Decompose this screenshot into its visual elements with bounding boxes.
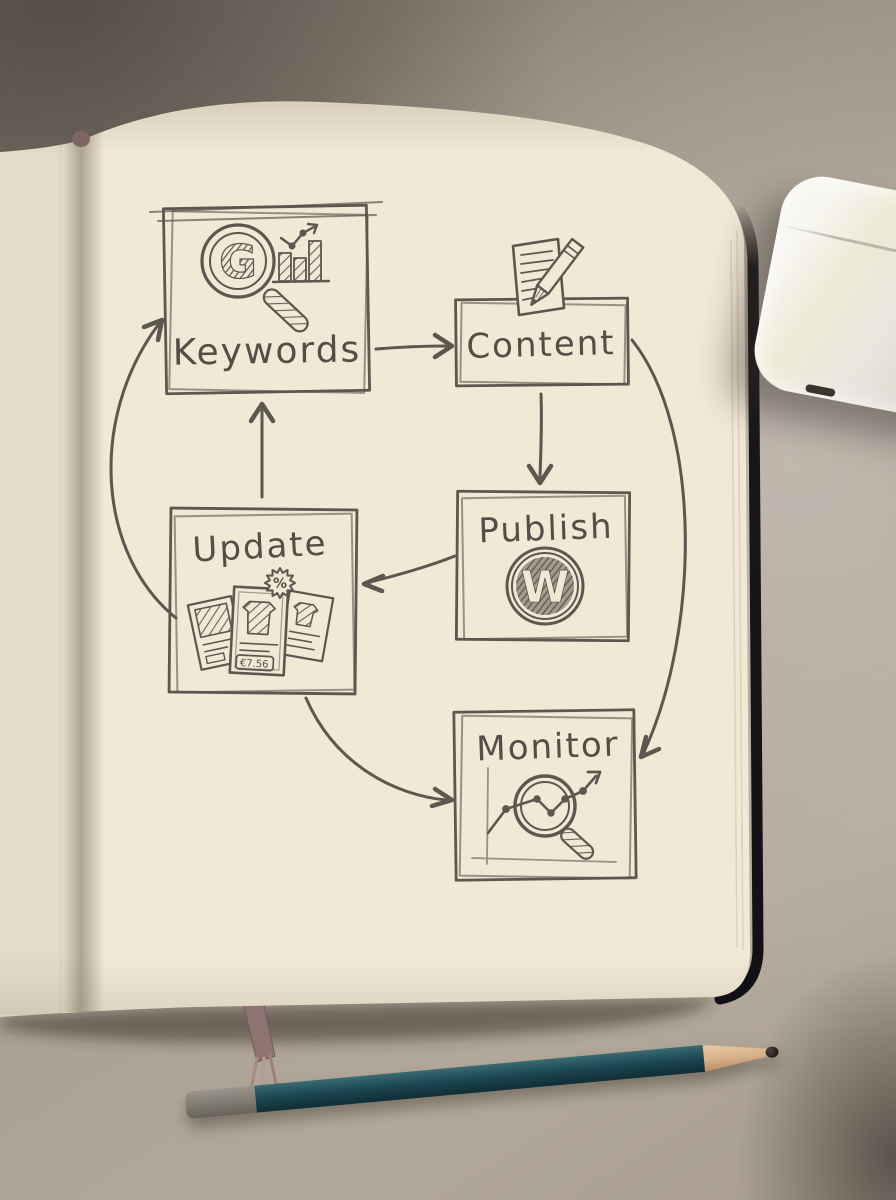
bookmark-ribbon-top bbox=[72, 131, 90, 147]
arrow-update-to-monitor-curve bbox=[304, 696, 455, 809]
pencil-graphite-tip bbox=[765, 1046, 780, 1059]
google-magnifier-icon: G bbox=[200, 223, 309, 333]
arrow-keywords-to-content bbox=[374, 332, 455, 360]
page-curvature-shade bbox=[0, 101, 750, 1018]
magnifier-line-chart-icon bbox=[486, 770, 602, 860]
arrow-publish-to-update bbox=[361, 554, 457, 594]
airpods-lid-seam bbox=[775, 222, 896, 280]
wordpress-w-letter: W bbox=[521, 562, 570, 613]
airpods-charging-port bbox=[804, 383, 836, 398]
notebook-cover-edge bbox=[714, 198, 764, 1005]
sketch-diagram: G Keywords bbox=[109, 201, 687, 882]
arrow-update-to-keywords-curve bbox=[109, 317, 178, 620]
gutter-shadow bbox=[58, 132, 104, 1012]
left-page-shade bbox=[0, 140, 62, 1015]
notebook-shadow bbox=[0, 998, 715, 1043]
wordpress-icon: W bbox=[505, 546, 585, 626]
google-g-letter: G bbox=[219, 235, 257, 289]
arrow-update-to-keywords bbox=[248, 401, 276, 499]
product-cards-icon: €7.56 % bbox=[186, 567, 335, 677]
node-publish-box bbox=[454, 489, 632, 643]
magnifier-handle bbox=[262, 288, 309, 333]
keywords-bar-chart-icon bbox=[271, 222, 331, 284]
update-label: Update bbox=[191, 523, 328, 570]
arrow-content-to-monitor-curve bbox=[630, 338, 687, 760]
discount-badge-icon: % bbox=[264, 567, 296, 599]
percent-sign: % bbox=[273, 576, 287, 592]
monitor-label: Monitor bbox=[476, 725, 621, 770]
publish-label: Publish bbox=[478, 507, 615, 552]
node-monitor-box bbox=[452, 708, 638, 882]
content-label: Content bbox=[466, 323, 616, 367]
page-stack-edges bbox=[730, 229, 744, 951]
keywords-label: Keywords bbox=[172, 329, 361, 373]
price-tag-text: €7.56 bbox=[240, 658, 269, 670]
document-pencil-icon bbox=[511, 237, 585, 317]
node-update-box bbox=[167, 506, 359, 696]
node-keywords-box bbox=[149, 201, 383, 396]
arrow-content-to-publish bbox=[526, 392, 554, 486]
